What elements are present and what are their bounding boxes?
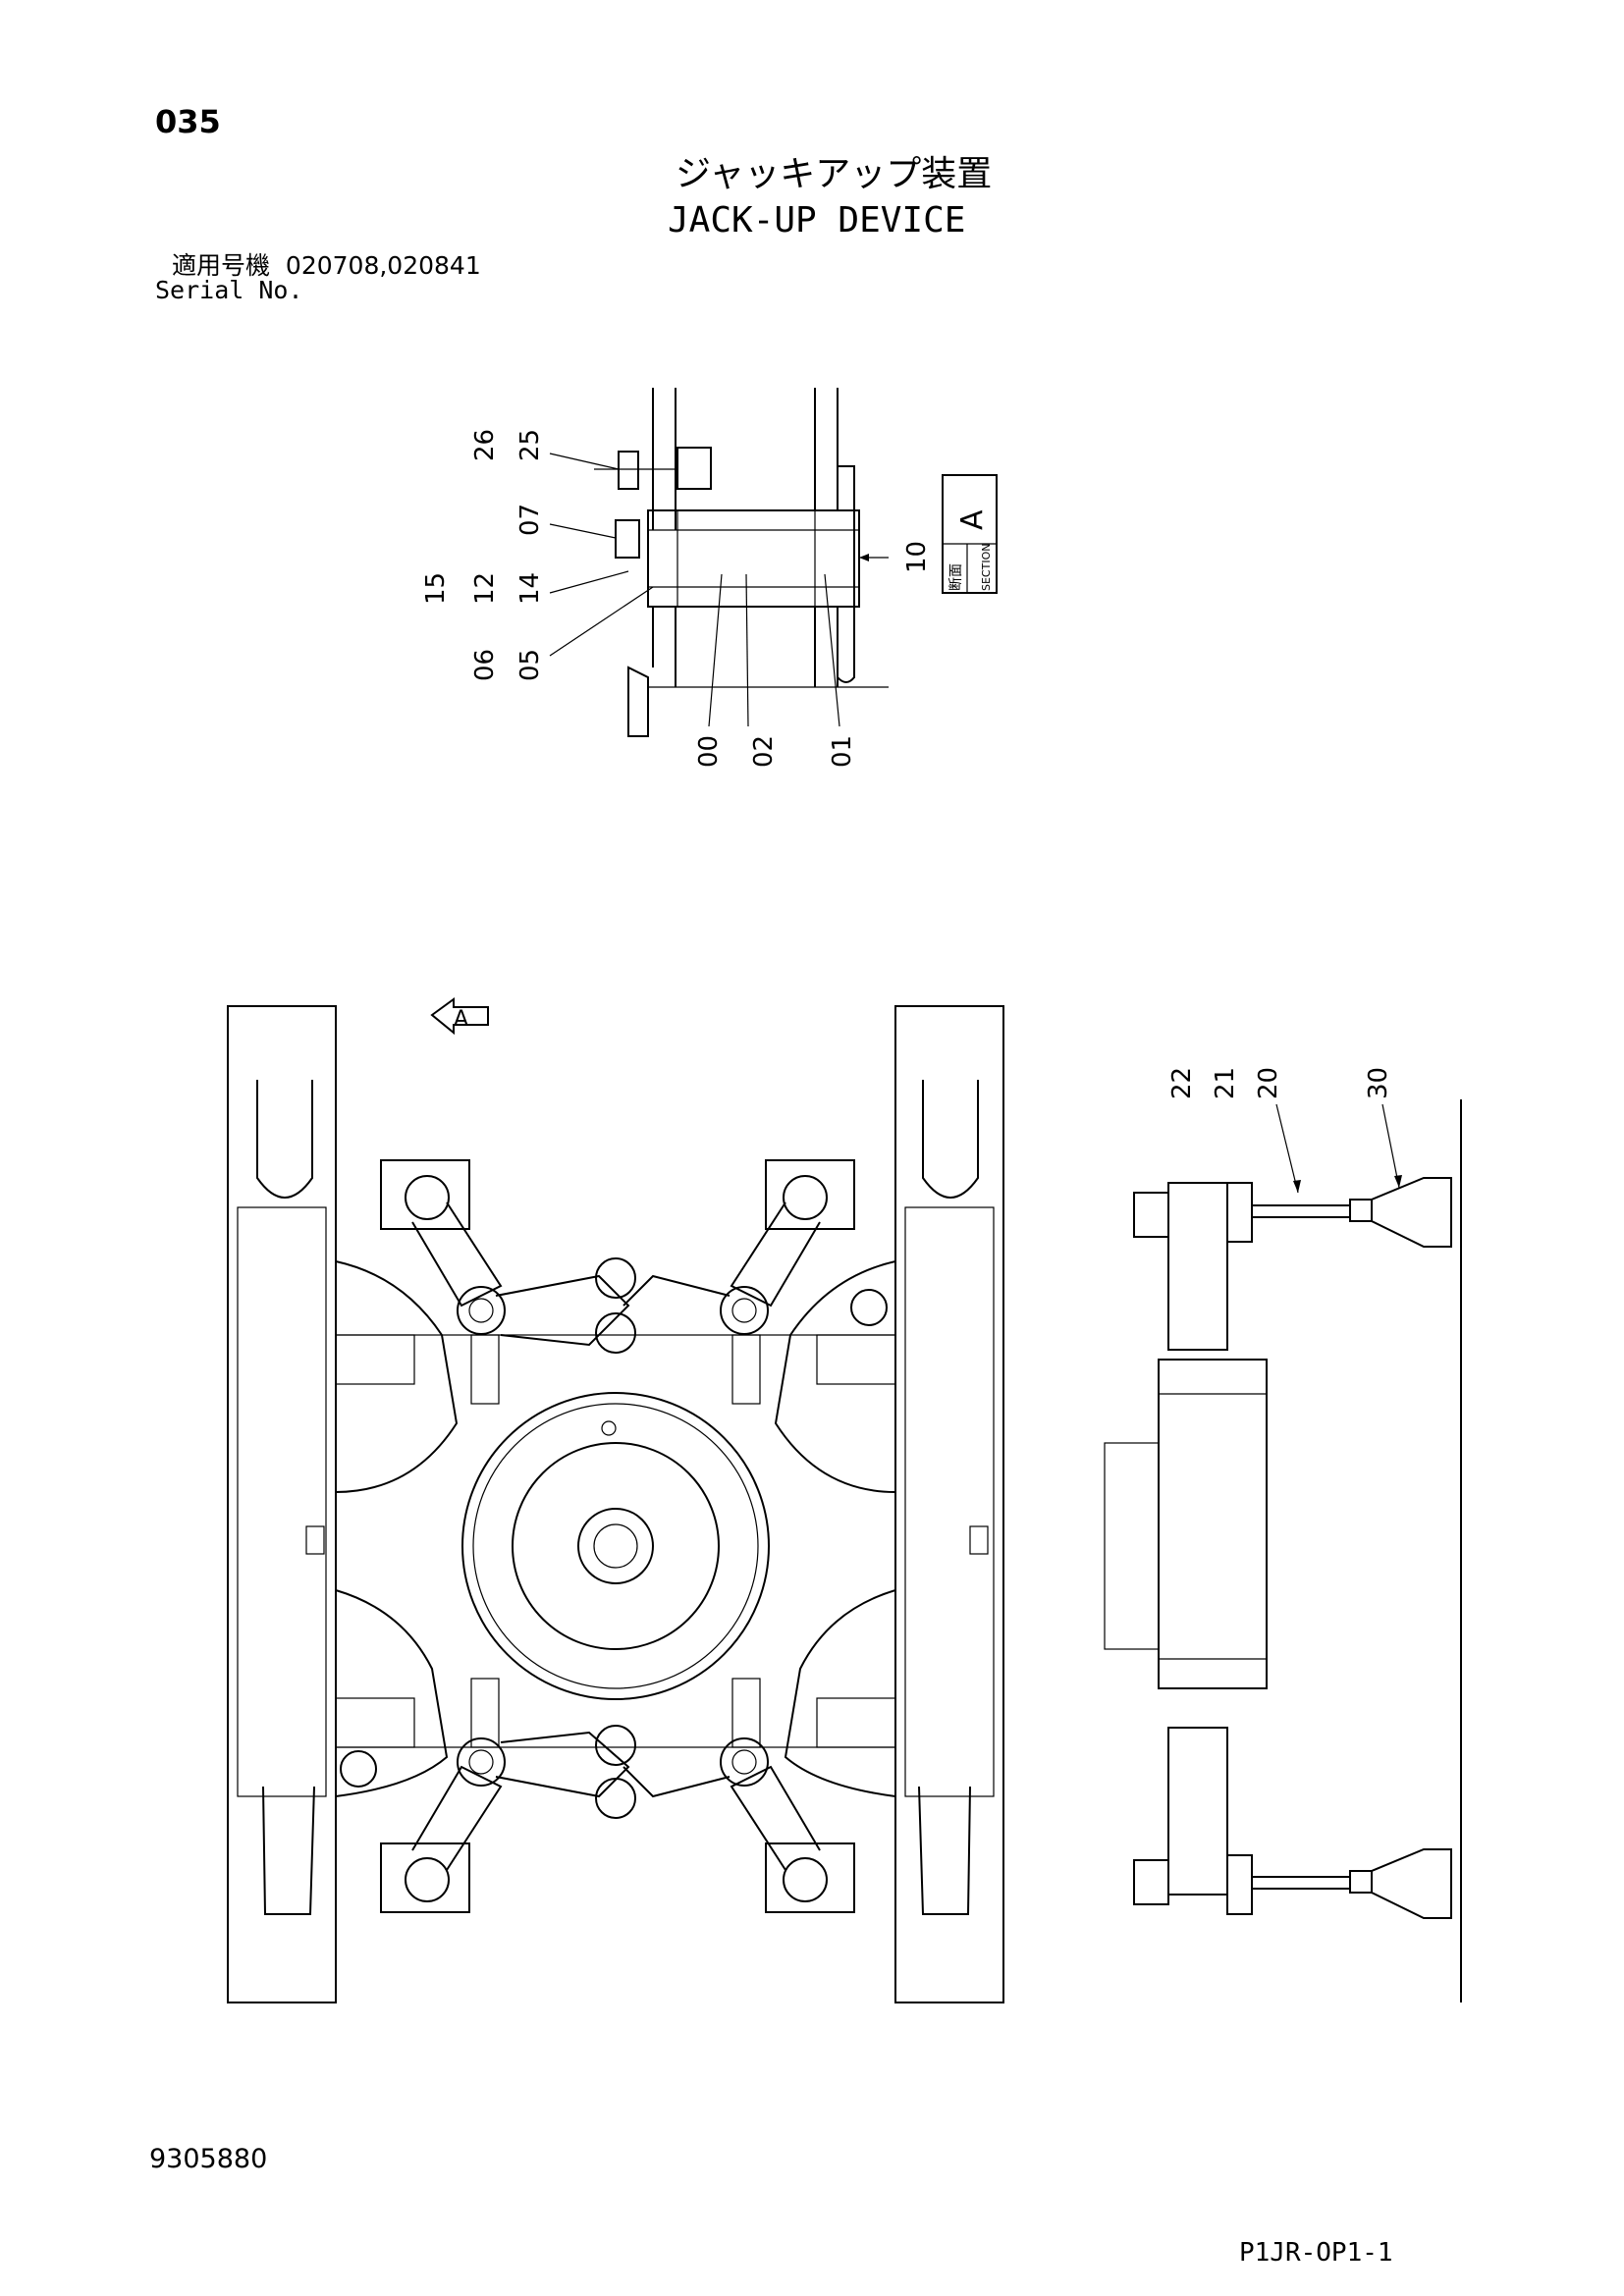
callout-07: 07 bbox=[515, 504, 545, 536]
callout-26: 26 bbox=[470, 429, 500, 461]
callout-12: 12 bbox=[470, 572, 500, 605]
serial-values: 020708,020841 bbox=[285, 251, 481, 280]
callout-21: 21 bbox=[1211, 1067, 1240, 1099]
side-view: 22 21 20 30 bbox=[1104, 1067, 1462, 2002]
section-letter: A bbox=[955, 509, 990, 530]
callout-20: 20 bbox=[1254, 1067, 1283, 1099]
callout-15: 15 bbox=[421, 572, 451, 605]
serial-label-en: Serial No. bbox=[155, 276, 303, 304]
page-number: 035 bbox=[155, 103, 221, 140]
serial-label-jp: 適用号機 bbox=[172, 251, 271, 280]
callout-30: 30 bbox=[1364, 1067, 1393, 1099]
callout-14: 14 bbox=[515, 572, 545, 605]
callout-02: 02 bbox=[749, 735, 779, 768]
plan-view: A bbox=[227, 997, 1004, 2003]
page-code: P1JR-OP1-1 bbox=[1239, 2238, 1393, 2268]
section-label-en: SECTION bbox=[980, 544, 993, 591]
callout-01: 01 bbox=[828, 735, 857, 768]
section-label-jp: 断面 bbox=[948, 563, 964, 591]
section-a-detail: 26 25 07 15 12 14 06 05 10 00 02 01 A 断面… bbox=[421, 388, 998, 768]
callout-25: 25 bbox=[515, 429, 545, 461]
view-arrow-letter: A bbox=[454, 1007, 468, 1032]
title-english: JACK-UP DEVICE bbox=[668, 200, 966, 240]
callout-05: 05 bbox=[515, 649, 545, 681]
callout-06: 06 bbox=[470, 649, 500, 681]
callout-00: 00 bbox=[694, 735, 724, 768]
callout-10: 10 bbox=[902, 541, 932, 573]
doc-number: 9305880 bbox=[149, 2144, 268, 2174]
callout-22: 22 bbox=[1167, 1067, 1197, 1099]
serial-applicability: 適用号機 020708,020841 bbox=[172, 253, 481, 278]
title-japanese: ジャッキアップ装置 bbox=[676, 154, 993, 194]
